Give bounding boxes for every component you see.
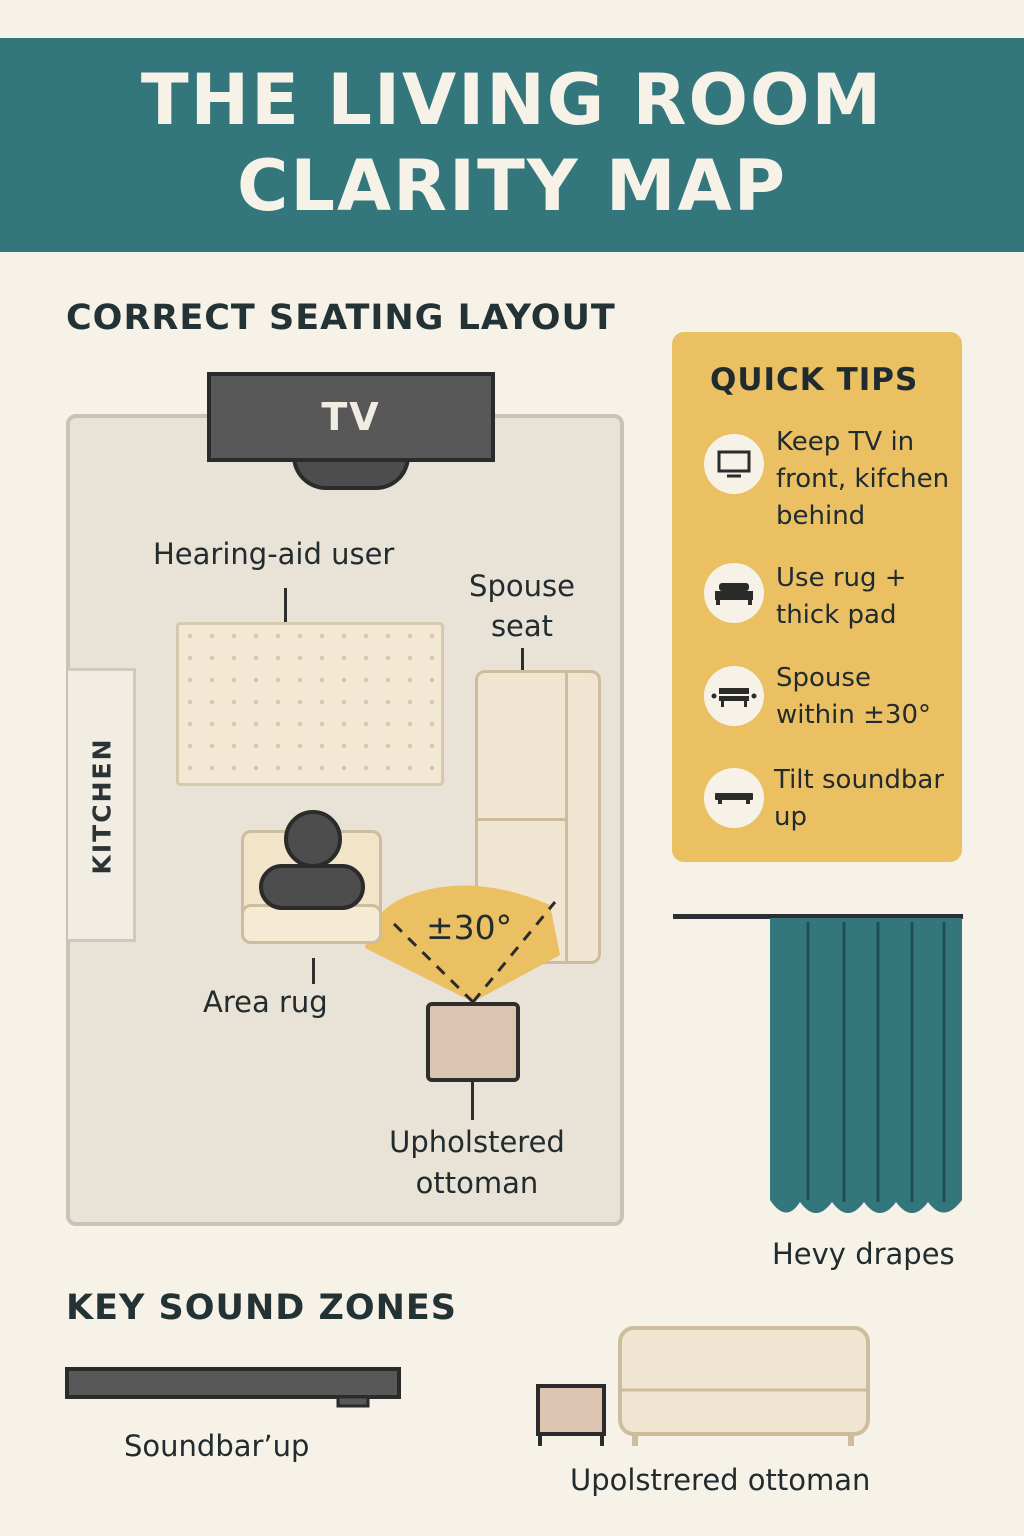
hearing-aid-user-body (259, 864, 365, 910)
title-banner (0, 38, 1024, 252)
spouse-seat-label-line-1: Spouse (469, 569, 575, 603)
quick-tips-title: QUICK TIPS (710, 362, 919, 398)
area-rug (176, 622, 444, 786)
upholstered-ottoman (426, 1002, 520, 1082)
soundbar (65, 1367, 401, 1408)
ottoman-and-sofa (536, 1326, 870, 1446)
kitchen-label: KITCHEN (87, 737, 117, 875)
sofa-cushion-seam (478, 818, 565, 821)
sofa-icon (704, 666, 764, 726)
curtain-rod (673, 914, 963, 919)
tip-2-text: Use rug + thick pad (776, 563, 907, 630)
soundbar-icon (704, 768, 764, 828)
armchair-seat (241, 904, 382, 944)
hearing-aid-user-leader (284, 588, 287, 654)
tv: TV (207, 372, 495, 462)
sound-zones-ottoman-label: Upolstrered ottoman (570, 1463, 871, 1497)
sound-zones-heading: KEY SOUND ZONES (66, 1288, 458, 1328)
ottoman-label-line-2: ottoman (415, 1166, 539, 1200)
ottoman-leader (471, 1082, 474, 1120)
tv-icon (704, 434, 764, 494)
hearing-aid-user-label: Hearing-aid user (153, 537, 395, 571)
sofa-arm (565, 673, 568, 961)
seating-layout-heading: CORRECT SEATING LAYOUT (66, 298, 616, 338)
spouse-seat-label-line-2: seat (490, 609, 554, 643)
hearing-aid-user-head (284, 810, 342, 868)
kitchen-area (68, 668, 136, 942)
tip-3-text: Spouse within ±30° (776, 663, 931, 730)
area-rug-label: Area rug (203, 985, 328, 1019)
tip-4-text: Tilt soundbar up (774, 765, 945, 832)
angle-label: ±30° (426, 908, 513, 947)
drapes-label: Hevy drapes (772, 1237, 955, 1271)
spouse-seat-leader (521, 648, 524, 688)
soundbar-label: Soundbarʼup (124, 1429, 310, 1463)
tip-1-text: Keep TV in front, kifchen behind (776, 427, 950, 531)
page-title-line-1: THE LIVING ROOM (140, 59, 884, 141)
bed-icon (704, 563, 764, 623)
ottoman-label-line-1: Upholstered (389, 1125, 565, 1159)
tv-label: TV (321, 395, 381, 439)
listening-angle-cone (365, 885, 560, 1004)
heavy-drapes (770, 918, 962, 1213)
area-rug-leader (312, 958, 315, 984)
page-title-line-2: CLARITY MAP (236, 145, 788, 227)
